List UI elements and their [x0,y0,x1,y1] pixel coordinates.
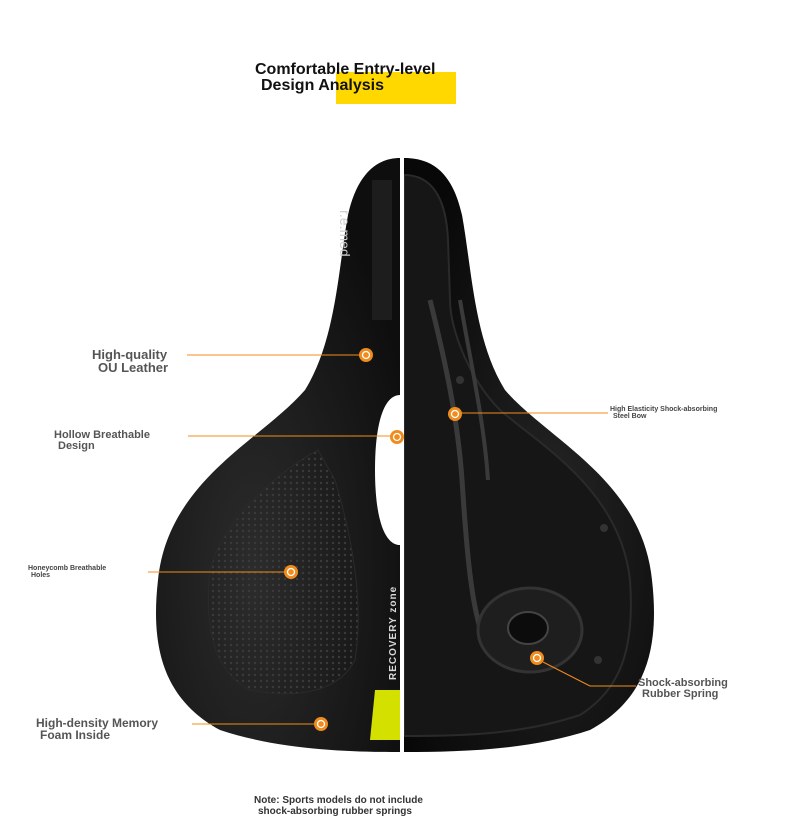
marker-steelbow [448,407,462,421]
marker-foam [314,717,328,731]
marker-spring [530,651,544,665]
marker-honeycomb [284,565,298,579]
label-foam: High-density Memory Foam Inside [36,716,159,742]
saddle-brand-text: r.e.med [337,210,353,257]
title-line-1: Comfortable Entry-level [255,61,436,78]
label-honeycomb: Honeycomb Breathable Holes [28,565,107,579]
label-spring: Shock-absorbing Rubber Spring [638,677,728,700]
title-highlight [336,72,456,104]
title-line-2: Design Analysis [261,77,385,94]
saddle-under-view [404,158,655,752]
marker-hollow [390,430,404,444]
saddle-top-view [155,158,400,752]
label-leather: High-quality OU Leather [92,347,169,375]
page-title: Comfortable Entry-level Design Analysis [255,62,435,94]
saddle-zone-text: RECOVERY zone [388,586,399,680]
footnote: Note: Sports models do not include shock… [254,795,423,817]
leader-lines [148,354,636,725]
center-divider [400,156,404,756]
label-hollow: Hollow Breathable Design [54,429,150,452]
label-steelbow: High Elasticity Shock-absorbing Steel Bo… [610,406,718,420]
marker-leather [359,348,373,362]
